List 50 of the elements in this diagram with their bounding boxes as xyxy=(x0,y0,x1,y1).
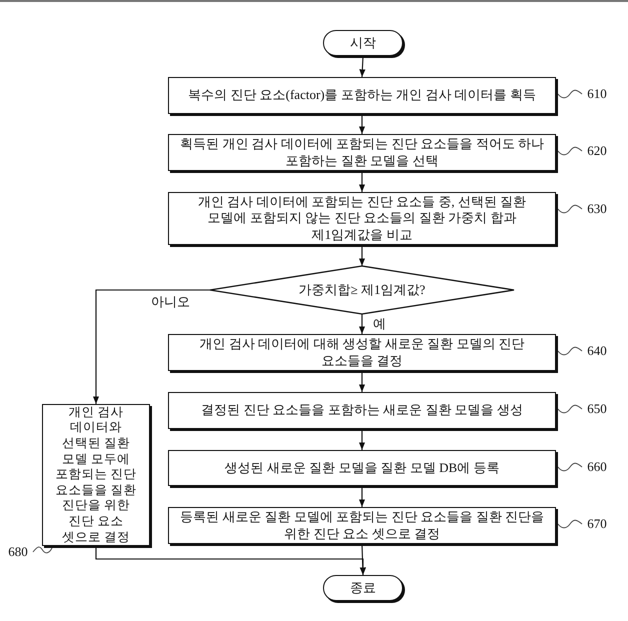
edge-label: 예 xyxy=(372,315,387,333)
leader-line xyxy=(558,404,582,414)
process-box xyxy=(168,192,556,245)
process-box xyxy=(42,404,150,546)
reference-number: 630 xyxy=(583,201,611,217)
reference-number: 670 xyxy=(583,516,611,532)
arrow xyxy=(358,245,366,266)
reference-number: 620 xyxy=(583,143,611,159)
leader-line xyxy=(558,462,582,472)
arrow xyxy=(358,429,366,450)
arrow xyxy=(358,314,366,334)
arrow xyxy=(95,546,366,575)
arrow xyxy=(360,544,366,576)
terminal-box xyxy=(323,30,403,56)
decision-text: 가중치합≥ 제1임계값? xyxy=(298,282,426,298)
step-text: 복수의 진단 요소(factor)를 포함하는 개인 검사 데이터를 획득 xyxy=(188,87,536,104)
leader-line xyxy=(32,546,52,554)
process-box xyxy=(168,334,556,371)
leader-line xyxy=(558,146,582,156)
reference-number: 680 xyxy=(4,544,32,560)
step-text: 결정된 진단 요소들을 포함하는 새로운 질환 모델을 생성 xyxy=(201,402,523,419)
step-text: 획득된 개인 검사 데이터에 포함되는 진단 요소들을 적어도 하나 포함하는 질환 모델을 선택 xyxy=(179,136,545,169)
arrow xyxy=(359,56,366,78)
leader-line xyxy=(558,520,582,528)
reference-number: 640 xyxy=(583,343,611,359)
arrow xyxy=(92,289,210,404)
leader-line xyxy=(558,346,582,356)
step-text: 생성된 새로운 질환 모델을 질환 모델 DB에 등록 xyxy=(224,460,500,476)
step-text: 등록된 새로운 질환 모델에 포함되는 진단 요소들을 질환 진단을 위한 진단 요소 셋으로 결정 xyxy=(179,509,545,542)
arrow xyxy=(358,371,366,392)
step-text: 개인 검사 데이터에 포함되는 진단 요소들 중, 선택된 질환 모델에 포함되지 않는 진단 요소들의 질환 가중치 합과 제1임계값을 비교 xyxy=(196,194,528,243)
reference-number: 610 xyxy=(583,86,611,102)
terminal-label: 시작 xyxy=(350,34,376,52)
terminal-box xyxy=(323,575,403,601)
arrow xyxy=(358,486,366,507)
arrow xyxy=(358,114,366,134)
step-text: 개인 검사 데이터에 대해 생성할 새로운 질환 모델의 진단 요소들을 결정 xyxy=(198,336,526,369)
reference-number: 660 xyxy=(583,459,611,475)
process-box xyxy=(168,507,556,544)
terminal-label: 종료 xyxy=(350,580,376,596)
leader-line xyxy=(558,204,582,214)
process-box xyxy=(168,77,556,114)
reference-number: 650 xyxy=(583,401,611,417)
arrow xyxy=(358,171,366,192)
process-box xyxy=(168,134,556,171)
process-box xyxy=(168,450,556,486)
step-text: 개인 검사 데이터와 선택된 질환 모델 모두에 포함되는 진단 요소들을 질환 진단을 위한 진단 요소 셋으로 결정 xyxy=(54,404,138,546)
edge-label: 아니오 xyxy=(150,293,191,311)
process-box xyxy=(168,392,556,429)
leader-line xyxy=(558,90,582,98)
